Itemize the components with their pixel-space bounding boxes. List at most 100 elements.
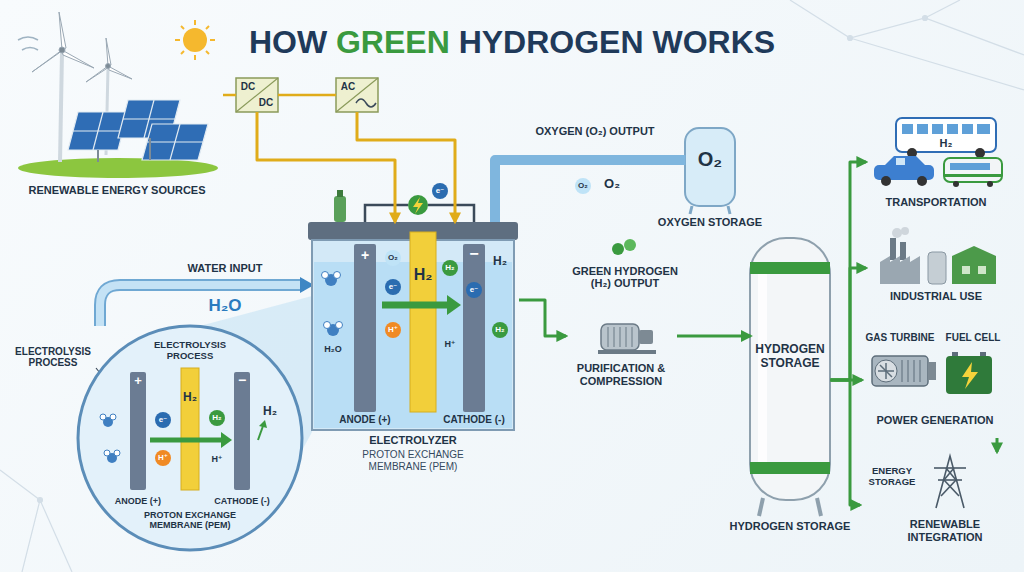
compressor-icon [639, 330, 653, 344]
oxygen-tank [685, 128, 735, 214]
node-text: H₂ [410, 266, 436, 284]
label-text: − [238, 373, 246, 388]
node-text: FUEL CELL [942, 332, 1004, 344]
water-pipe [100, 285, 304, 326]
label-text: H⁺ [211, 455, 222, 465]
pylon-icon [938, 479, 962, 481]
inset-circle [104, 450, 110, 456]
label-text: H₂ [183, 391, 197, 404]
solar-panel [68, 100, 208, 162]
particle-label: e⁻ [432, 183, 448, 199]
inset-circle [234, 372, 250, 490]
storage-tank: HYDROGEN STORAGEHYDROGEN STORAGE [725, 238, 856, 538]
flow-arrow [831, 268, 867, 380]
oxygen-tank [728, 206, 730, 214]
wind-turbine [62, 50, 94, 68]
sun-icon [183, 28, 207, 52]
converter-box [236, 78, 278, 112]
solar-panel [68, 112, 128, 150]
vehicle-icons [962, 124, 973, 134]
pylon-icon [944, 480, 959, 496]
pylon-icon [934, 467, 966, 469]
particle-label: H₂ [209, 410, 225, 426]
node-text: AC [339, 81, 357, 93]
flow-arrow [257, 112, 395, 222]
wind-turbine [108, 66, 132, 79]
turbine-icon [914, 360, 915, 382]
wind-lines [18, 37, 38, 40]
particle-label: O₂ [385, 250, 401, 266]
network-decoration [923, 16, 928, 21]
converter-box [356, 99, 376, 107]
network-decoration [0, 470, 40, 572]
title-word: HYDROGEN [459, 24, 644, 60]
turbine-icon [880, 365, 892, 377]
title-word: GREEN [336, 24, 450, 60]
electrolyzer-tank [336, 322, 343, 329]
power-wire [428, 205, 474, 222]
wind-lines [18, 37, 38, 50]
node-text: PROTON EXCHANGE MEMBRANE (PEM) [338, 449, 488, 472]
label-text: H⁺ [444, 340, 455, 350]
water-pipe [100, 277, 314, 326]
node-text: RENEWABLE ENERGY SOURCES [12, 184, 222, 197]
vehicle-icons [917, 124, 928, 134]
particle-label: H⁺ [155, 450, 171, 466]
wind-turbine [106, 64, 111, 69]
electrolyzer-tank [382, 302, 449, 309]
factory-icon [978, 266, 986, 274]
sun-icon [175, 20, 215, 60]
converter-box [236, 78, 378, 112]
label-text: H₂ [940, 137, 953, 149]
flow-arrow [996, 438, 999, 452]
wind-turbine [32, 50, 62, 72]
pylon-icon [941, 480, 956, 496]
electrolyzer-tank [354, 244, 376, 412]
electrolyzer-tank [463, 244, 485, 412]
solar-panel [123, 118, 175, 119]
solar-panel [149, 138, 151, 160]
compressor-icon [614, 327, 615, 347]
label-text: ELECTROLYSIS PROCESS [13, 346, 93, 368]
node-text: GAS TURBINE [862, 332, 938, 344]
converter-box [236, 78, 278, 112]
hydrogen-tank [750, 462, 830, 474]
particle-label: e⁻ [155, 412, 171, 428]
inset-circle: ELECTROLYSIS PROCESSANODE (+)CATHODE (-)… [78, 326, 302, 550]
hydrogen-molecule [612, 239, 636, 255]
oxygen-pipe [495, 160, 686, 222]
power-wire [337, 190, 343, 197]
title-word [450, 24, 459, 60]
node-text: PROTON EXCHANGE MEMBRANE (PEM) [140, 510, 240, 531]
label-text: H₂O [324, 345, 342, 355]
network-decoration [850, 38, 1024, 90]
inset-circle [130, 372, 146, 490]
inset-circle [259, 420, 267, 428]
vehicle-icons [944, 158, 1002, 182]
wind-turbine [60, 52, 62, 162]
node-text: DC [239, 81, 257, 93]
vehicle-icons [975, 148, 985, 158]
pylon-icon [946, 468, 956, 480]
network-decoration [40, 500, 72, 572]
compressor-icon [626, 327, 627, 347]
compressor-icon [601, 324, 639, 350]
factory-icon [952, 246, 996, 284]
electrolyzer-tank [324, 322, 331, 329]
network-decoration [790, 0, 1024, 55]
label-text: H₂ [263, 405, 277, 418]
flow-arrow [357, 112, 455, 222]
converter-box [336, 78, 378, 112]
particle-label: e⁻ [385, 279, 401, 295]
vehicle-icons [917, 176, 927, 186]
factory-icon [928, 252, 946, 284]
vehicle-icons [884, 156, 926, 166]
node-text: HYDROGEN STORAGE [725, 520, 855, 533]
flow-arrow [223, 94, 236, 97]
factory-icon [880, 256, 920, 284]
factory-icon [880, 227, 996, 284]
power-wire [408, 195, 428, 215]
hydrogen-tank [750, 262, 830, 274]
hydrogen-tank [750, 238, 830, 500]
